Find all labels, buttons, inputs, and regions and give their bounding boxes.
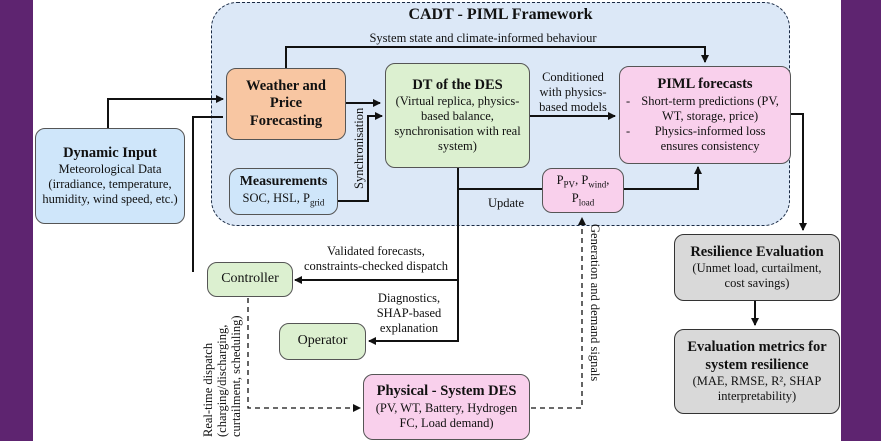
dt-text: (Virtual replica, physics-based balance,… bbox=[394, 94, 521, 154]
resilience-box: Resilience Evaluation (Unmet load, curta… bbox=[674, 234, 840, 301]
measurements-text: SOC, HSL, P bbox=[242, 191, 310, 206]
dynamic-input-title: Dynamic Input bbox=[63, 144, 157, 161]
realtime-label-2: (charging/discharging, bbox=[215, 324, 229, 437]
piml-title: PIML forecasts bbox=[657, 76, 753, 93]
input-arrow bbox=[107, 95, 224, 128]
operator-box: Operator bbox=[279, 323, 366, 360]
piml-bullet-2: -Physics-informed loss ensures consisten… bbox=[626, 123, 766, 153]
metrics-text: (MAE, RMSE, R², SHAP interpretability) bbox=[692, 373, 822, 403]
metrics-title: Evaluation metrics for system resilience bbox=[687, 339, 827, 373]
resilience-text: (Unmet load, curtailment, cost savings) bbox=[692, 261, 822, 291]
weather-forecast-box: Weather and Price Forecasting bbox=[226, 68, 346, 140]
dt-operator-arrow bbox=[368, 280, 459, 345]
conditioned-label: Conditioned with physics-based models bbox=[539, 70, 607, 114]
dt-title: DT of the DES bbox=[412, 76, 503, 93]
top-arrow bbox=[285, 46, 709, 68]
dynamic-input-text: Meteorological Data (irradiance, tempera… bbox=[42, 162, 178, 207]
controller-title: Controller bbox=[221, 271, 279, 287]
validated-label: Validated forecasts, constraints-checked… bbox=[303, 244, 449, 273]
p-vars-box: PPV, Pwind, Pload bbox=[542, 168, 624, 213]
top-arrow-label: System state and climate-informed behavi… bbox=[369, 31, 597, 45]
measurements-title: Measurements bbox=[239, 174, 328, 190]
piml-box: PIML forecasts -Short-term predictions (… bbox=[619, 66, 791, 164]
framework-title: CADT - PIML Framework bbox=[408, 6, 593, 23]
arrows-layer bbox=[107, 46, 807, 412]
realtime-dispatch-arrow bbox=[247, 298, 361, 412]
generation-label: Generation and demand signals bbox=[588, 224, 602, 382]
physical-des-box: Physical - System DES (PV, WT, Battery, … bbox=[363, 374, 530, 440]
physical-text: (PV, WT, Battery, Hydrogen FC, Load dema… bbox=[375, 400, 518, 430]
measurements-box: Measurements SOC, HSL, Pgrid bbox=[229, 168, 338, 215]
metrics-box: Evaluation metrics for system resilience… bbox=[674, 329, 840, 414]
controller-link bbox=[192, 116, 223, 272]
sync-label: Synchronisation bbox=[352, 107, 366, 189]
physical-title: Physical - System DES bbox=[376, 383, 517, 400]
resilience-title: Resilience Evaluation bbox=[690, 243, 824, 260]
piml-resilience-arrow bbox=[791, 113, 807, 231]
weather-title: Weather and Price Forecasting bbox=[246, 77, 326, 129]
measurements-sub: grid bbox=[309, 197, 325, 208]
controller-box: Controller bbox=[207, 262, 293, 297]
piml-bullet-1: -Short-term predictions (PV, WT, storage… bbox=[626, 93, 779, 123]
diagnostics-label: Diagnostics, SHAP-based explanation bbox=[376, 291, 442, 335]
realtime-label-1: Real-time dispatch bbox=[201, 342, 215, 437]
dynamic-input-box: Dynamic Input Meteorological Data (irrad… bbox=[35, 128, 185, 224]
diagram-canvas: CADT - PIML Framework bbox=[33, 0, 841, 441]
dt-box: DT of the DES (Virtual replica, physics-… bbox=[385, 63, 530, 168]
operator-title: Operator bbox=[297, 333, 348, 349]
sync-arrow bbox=[338, 112, 383, 202]
realtime-label-3: curtailment, scheduling) bbox=[229, 315, 243, 438]
generation-signal-arrow bbox=[531, 217, 586, 409]
update-label: Update bbox=[487, 196, 525, 210]
